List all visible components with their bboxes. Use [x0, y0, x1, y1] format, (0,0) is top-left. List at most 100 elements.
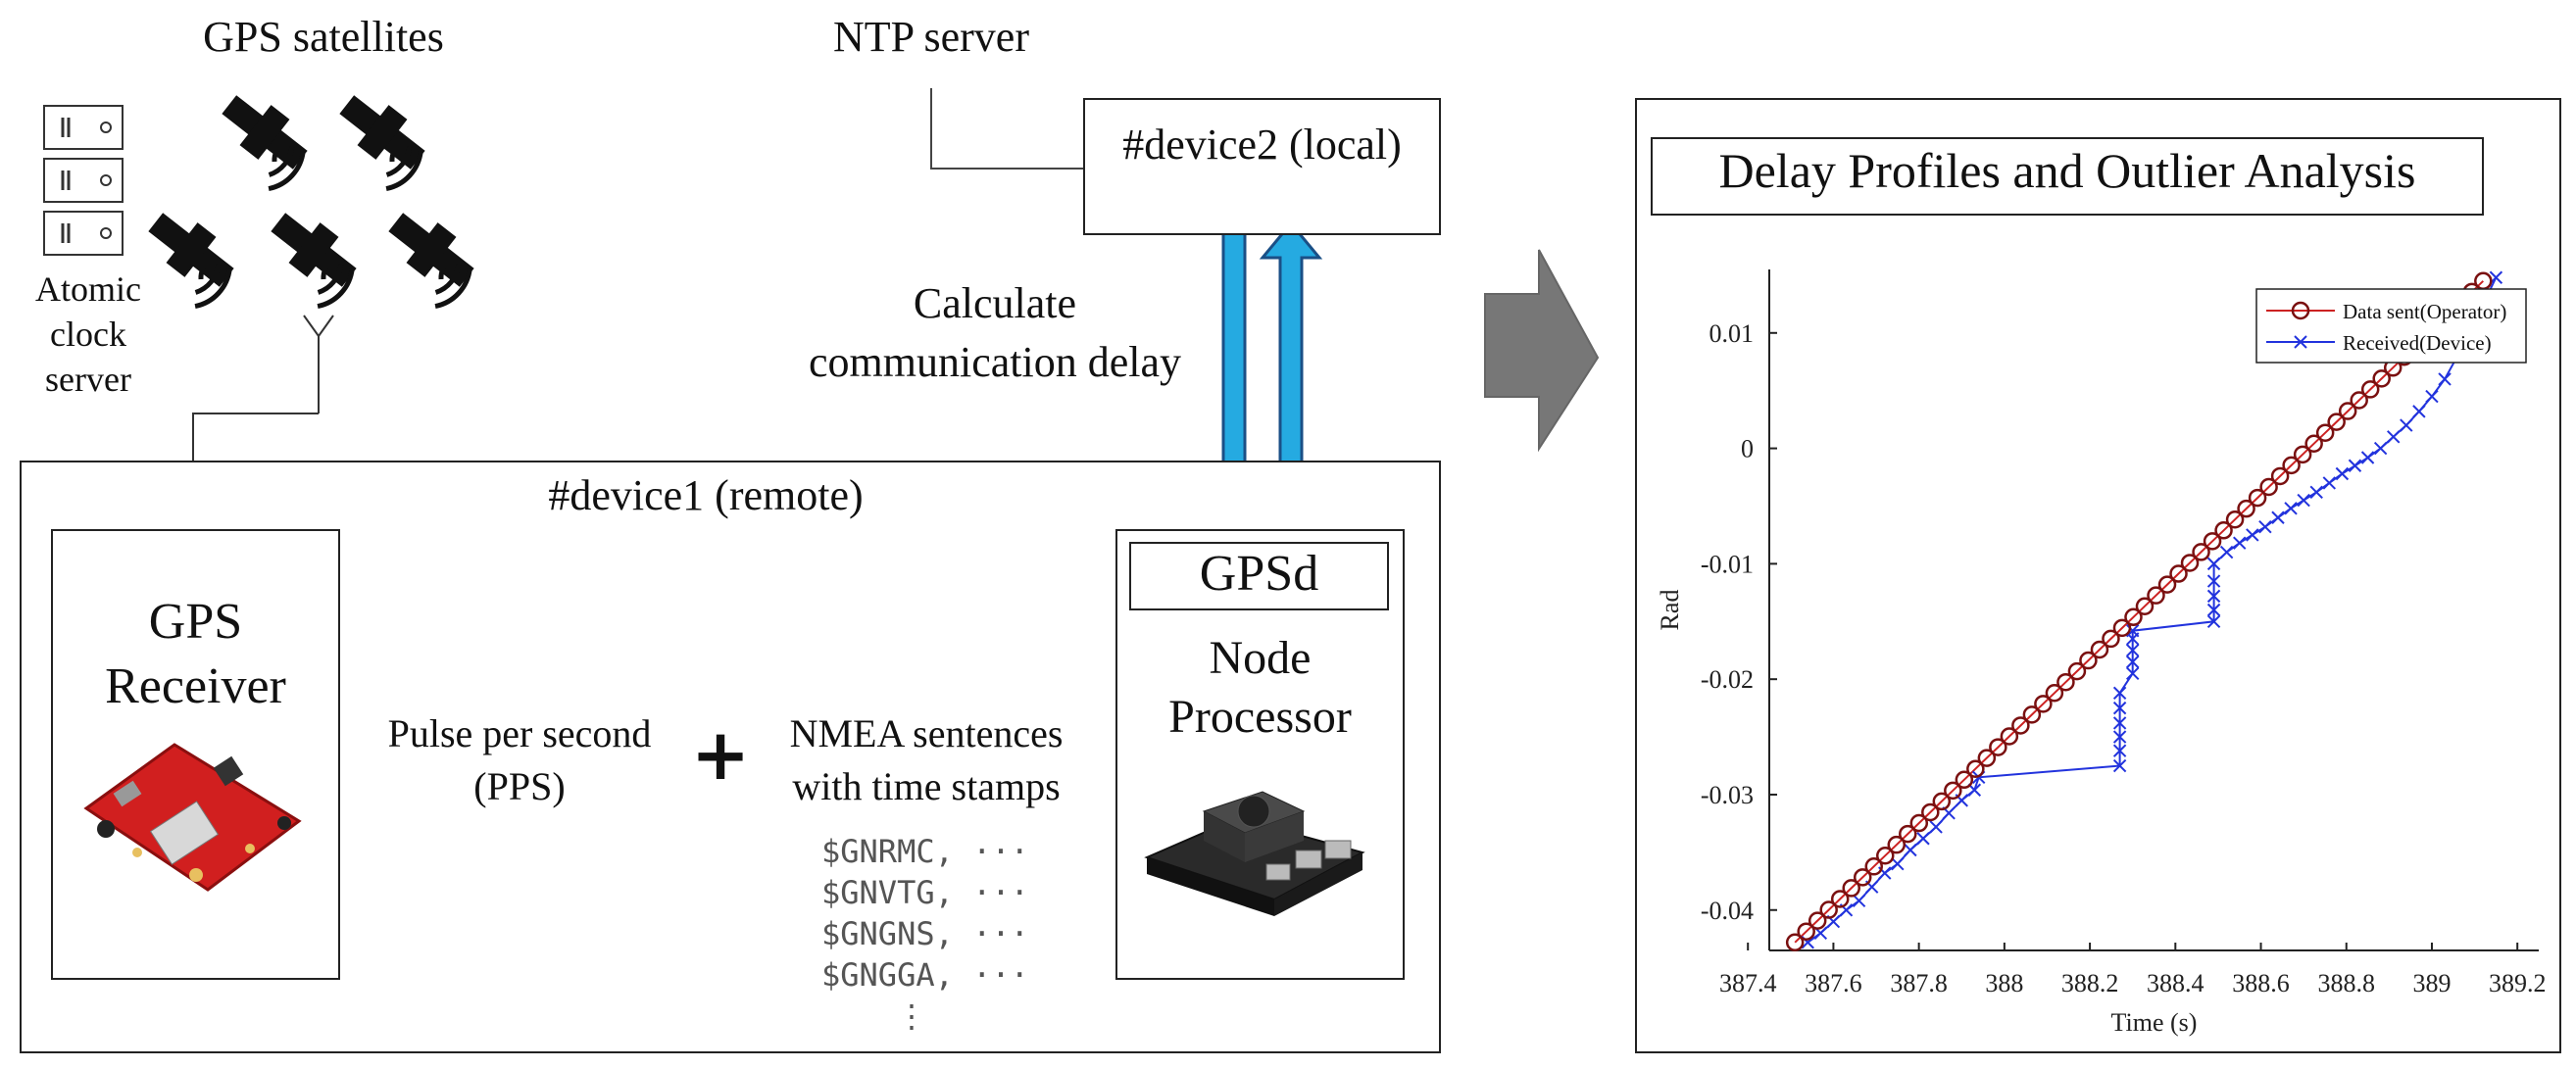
received-point: [2322, 476, 2337, 490]
chart-title-box: [1651, 137, 2484, 216]
sent-point: [1932, 792, 1952, 811]
nmea-sentence: ⋮: [896, 997, 927, 1035]
sent-point: [2180, 554, 2200, 572]
received-point: [2112, 686, 2127, 701]
sent-point: [2034, 695, 2053, 713]
nmea-sentence: $GNRMC, ···: [821, 833, 1029, 870]
sent-point: [2474, 271, 2493, 291]
sent-point: [1819, 900, 1838, 919]
x-tick-label: 388.4: [2147, 969, 2204, 997]
chart-panel: [1635, 98, 2561, 1053]
y-tick-label: 0.01: [1709, 319, 1755, 348]
received-point: [2438, 372, 2452, 386]
received-point: [2233, 536, 2247, 550]
node-processor-label: Node Processor: [1115, 629, 1405, 747]
sent-point: [2282, 456, 2301, 475]
sent-point: [1921, 802, 1940, 822]
received-point: [2112, 758, 2127, 773]
received-point: [2206, 603, 2221, 617]
x-tick-label: 389.2: [2489, 969, 2547, 997]
sent-point: [2372, 369, 2391, 388]
gpsd-box: [1129, 542, 1389, 610]
sent-point: [1785, 933, 1805, 952]
chart-legend-box: [2255, 288, 2527, 364]
calculate-delay-line: communication delay: [809, 338, 1181, 386]
gps-receiver-line: GPS: [148, 594, 243, 650]
calculate-delay-line: Calculate: [913, 279, 1077, 327]
sent-point: [1977, 749, 1997, 767]
flow-arrow-icon: [1484, 249, 1600, 453]
received-point: [2297, 493, 2310, 508]
sent-point: [2214, 521, 2233, 540]
legend-label: Received(Device): [2343, 331, 2492, 355]
atomic-clock-label-line: server: [45, 360, 131, 399]
sent-point: [2350, 391, 2368, 410]
sent-point: [2259, 477, 2278, 497]
received-point: [2125, 655, 2140, 669]
gps-satellites-label: GPS satellites: [203, 13, 444, 61]
sent-point: [2045, 684, 2064, 703]
sent-point: [2157, 575, 2177, 594]
received-point: [2348, 459, 2362, 472]
x-tick-label: 388.6: [2232, 969, 2290, 997]
chart-title: Delay Profiles and Outlier Analysis: [1718, 143, 2416, 198]
y-tick-label: -0.01: [1701, 550, 1754, 578]
received-point: [2112, 744, 2127, 757]
received-point: [2400, 418, 2413, 432]
received-point: [2112, 730, 2127, 744]
sent-point: [1797, 922, 1815, 941]
x-axis-label: Time (s): [2111, 1008, 2198, 1037]
device1-label: #device1 (remote): [548, 471, 864, 519]
received-point: [2219, 545, 2234, 559]
y-tick-label: 0: [1741, 435, 1754, 463]
sent-point: [2270, 466, 2290, 486]
received-point: [2206, 589, 2221, 604]
received-point: [2425, 389, 2439, 404]
legend-marker: [2291, 301, 2310, 320]
sent-point: [1909, 813, 1929, 833]
received-point: [2112, 701, 2127, 715]
received-point: [1891, 856, 1905, 871]
nmea-label-line: with time stamps: [792, 764, 1061, 808]
device2-box: [1083, 98, 1441, 235]
received-point: [2125, 666, 2140, 680]
sent-point: [1830, 890, 1850, 908]
sent-point: [1853, 868, 1872, 887]
sent-point: [1955, 770, 1974, 790]
sent-point: [2079, 651, 2098, 670]
received-point: [2206, 574, 2221, 588]
x-tick-label: 388.8: [2318, 969, 2376, 997]
sent-point: [2102, 629, 2120, 649]
x-tick-label: 387.6: [1805, 969, 1862, 997]
sent-point: [2360, 380, 2380, 399]
sent-point: [1989, 738, 2007, 756]
sent-point: [2203, 532, 2222, 551]
sent-point: [2169, 564, 2188, 583]
nmea-label: NMEA sentences with time stamps: [755, 707, 1098, 813]
received-point: [2125, 644, 2140, 657]
ntp-connector-line: [930, 88, 1083, 170]
received-point: [2373, 441, 2388, 456]
atomic-clock-label-line: clock: [50, 315, 126, 354]
legend-marker: [2294, 335, 2307, 349]
pps-label-line: (PPS): [473, 764, 566, 808]
pps-label-line: Pulse per second: [387, 711, 652, 755]
sent-point: [2237, 499, 2255, 518]
sent-point: [2304, 434, 2323, 454]
device2-label: #device2 (local): [1122, 121, 1402, 169]
x-tick-label: 387.8: [1890, 969, 1948, 997]
received-point: [2246, 528, 2259, 542]
x-tick-label: 388.2: [2061, 969, 2119, 997]
y-axis-label: Rad: [1656, 590, 1684, 631]
sent-point: [2225, 510, 2245, 529]
sent-point: [2147, 586, 2165, 605]
nmea-label-line: NMEA sentences: [789, 711, 1064, 755]
gps-receiver-line: Receiver: [105, 658, 286, 714]
sent-point: [2022, 705, 2042, 724]
received-point: [2335, 466, 2350, 481]
sent-point: [1944, 781, 1962, 801]
pps-label: Pulse per second (PPS): [363, 707, 676, 813]
sent-point: [2192, 543, 2210, 561]
nmea-sentence: $GNGGA, ···: [821, 956, 1029, 994]
